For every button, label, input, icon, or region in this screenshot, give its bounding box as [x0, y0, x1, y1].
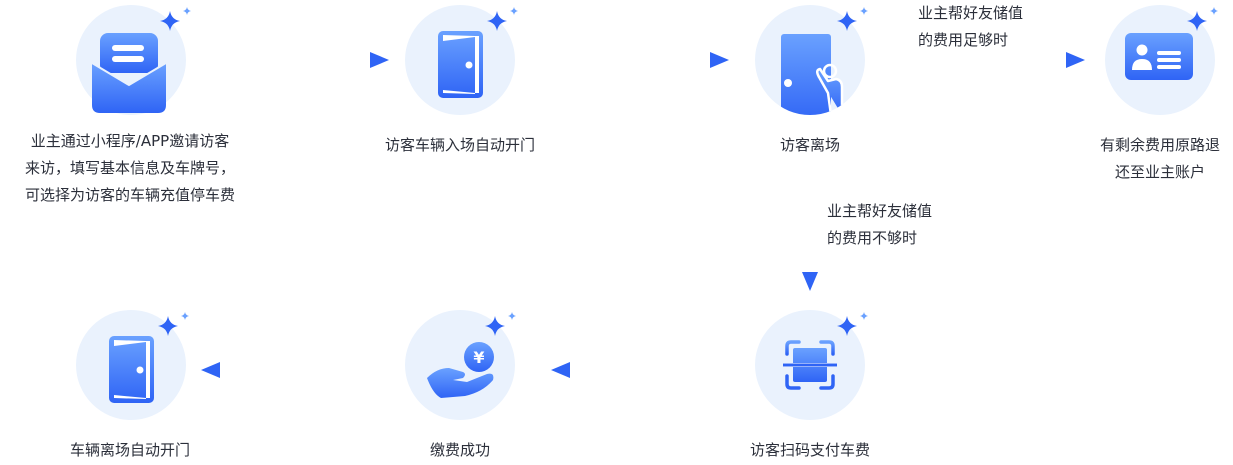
step-invite-label: 业主通过小程序/APP邀请访客 来访，填写基本信息及车牌号， 可选择为访客的车辆… [0, 128, 260, 209]
condition-line: 的费用足够时 [918, 31, 1009, 49]
label-line: 车辆离场自动开门 [69, 441, 190, 459]
id-card-icon [1125, 7, 1218, 80]
label-line: 业主通过小程序/APP邀请访客 [30, 132, 230, 150]
arrowhead-icon [802, 272, 818, 291]
label-line: 缴费成功 [429, 441, 490, 459]
step-invite [76, 5, 191, 115]
arrow-entry-to-leave [542, 52, 729, 68]
arrow-invite-to-entry [202, 52, 389, 68]
step-entry-label: 访客车辆入场自动开门 [360, 132, 560, 159]
label-line: 访客离场 [779, 136, 840, 154]
currency-symbol: ¥ [473, 348, 484, 367]
scan-icon [783, 312, 868, 390]
condition-line: 的费用不够时 [827, 229, 918, 247]
step-paid: ¥ [405, 310, 516, 420]
door-icon [438, 7, 518, 98]
arrowhead-icon [710, 52, 729, 68]
condition-not-enough: 业主帮好友储值 的费用不够时 [827, 198, 932, 252]
label-line: 来访，填写基本信息及车牌号， [24, 159, 235, 177]
arrow-leave-to-refund [898, 52, 1085, 68]
arrowhead-icon [201, 362, 220, 378]
condition-line: 业主帮好友储值 [918, 4, 1024, 22]
arrow-leave-to-scan [802, 174, 818, 291]
step-exit-open-label: 车辆离场自动开门 [50, 437, 210, 464]
arrowhead-icon [551, 362, 570, 378]
label-line: 有剩余费用原路退 [1099, 136, 1220, 154]
condition-line: 业主帮好友储值 [827, 202, 933, 220]
step-entry [405, 5, 518, 115]
step-exit-open [76, 310, 189, 420]
door-icon [109, 312, 189, 403]
step-refund-label: 有剩余费用原路退 还至业主账户 [1075, 132, 1233, 186]
label-line: 访客车辆入场自动开门 [384, 136, 535, 154]
label-line: 还至业主账户 [1114, 163, 1205, 181]
hand-coin-icon: ¥ [427, 312, 516, 398]
step-leave [755, 5, 868, 115]
label-line: 访客扫码支付车费 [749, 441, 870, 459]
person-exit-icon [781, 7, 868, 115]
arrowhead-icon [370, 52, 389, 68]
arrow-paid-to-exit [201, 362, 382, 378]
step-paid-label: 缴费成功 [400, 437, 520, 464]
arrow-scan-to-paid [551, 362, 738, 378]
step-refund [1105, 5, 1218, 115]
condition-enough: 业主帮好友储值 的费用足够时 [918, 0, 1023, 54]
envelope-icon [91, 7, 191, 113]
label-line: 可选择为访客的车辆充值停车费 [24, 186, 235, 204]
step-scan-pay [755, 310, 868, 420]
step-scan-pay-label: 访客扫码支付车费 [730, 437, 890, 464]
arrowhead-icon [1066, 52, 1085, 68]
step-leave-label: 访客离场 [760, 132, 860, 159]
